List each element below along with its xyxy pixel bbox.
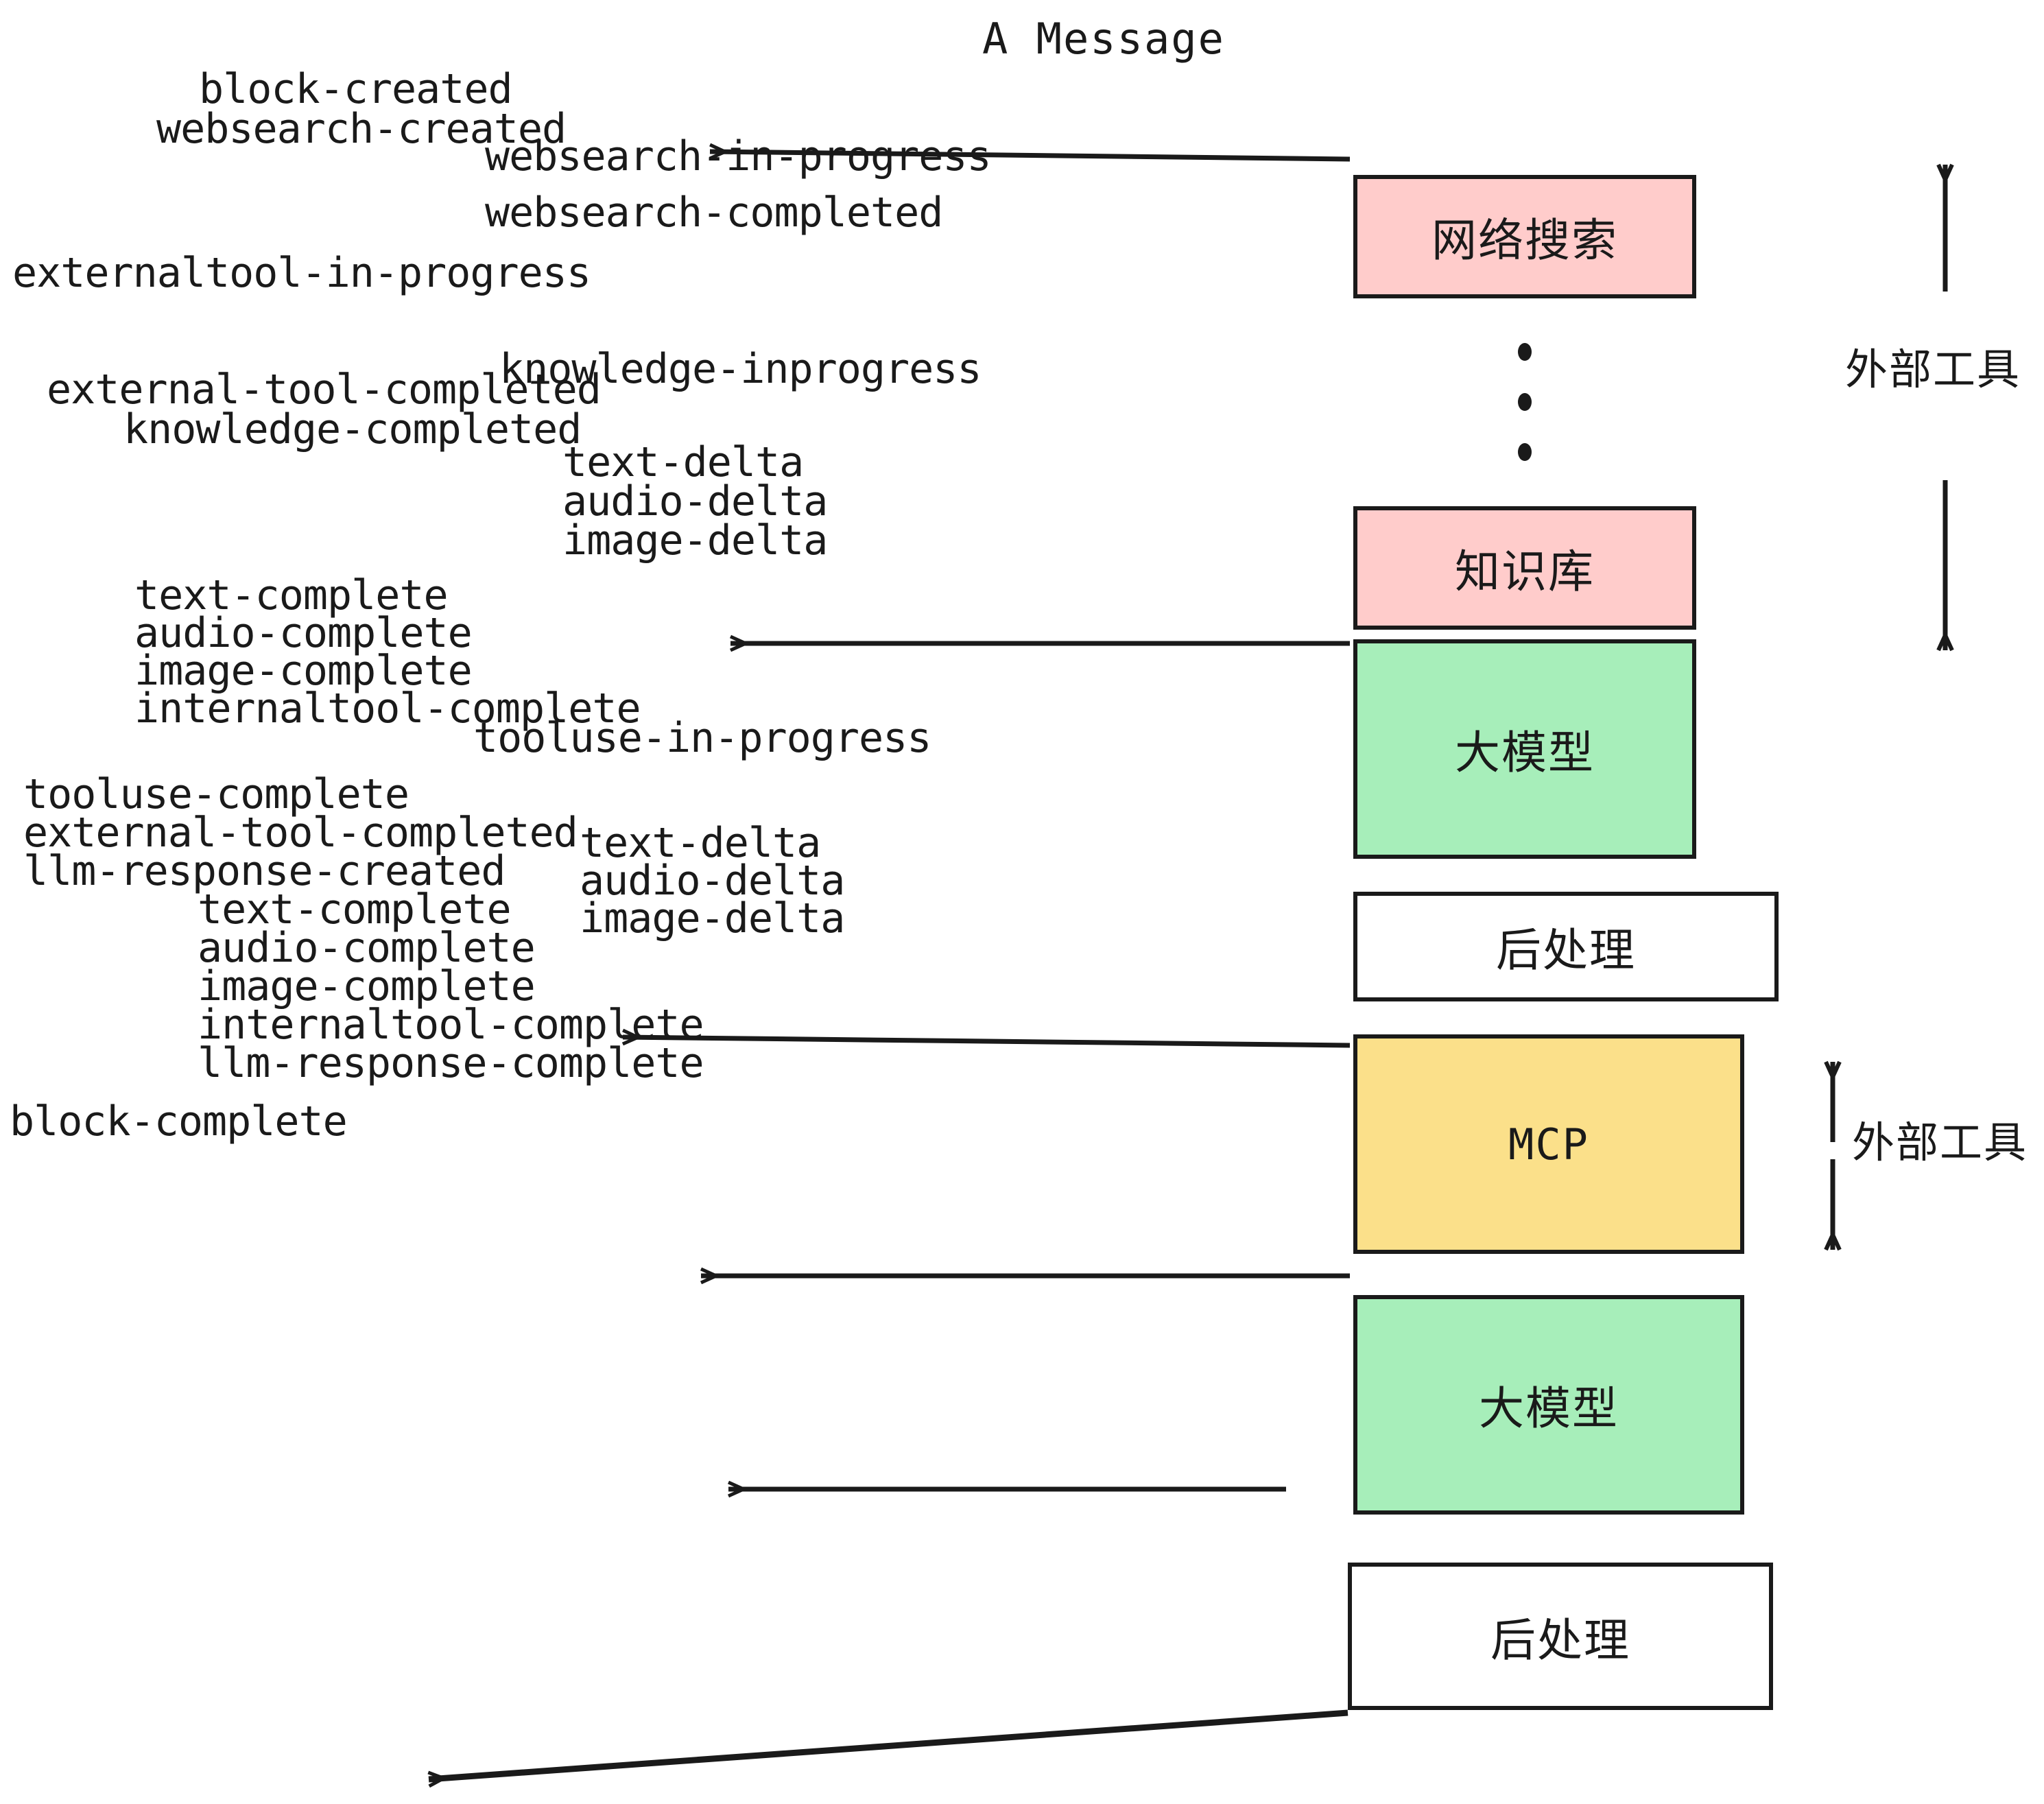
- event-label-text-delta-1: text-delta: [562, 438, 804, 486]
- event-label-audio-delta-2: audio-delta: [580, 857, 845, 905]
- event-label-tooluse-in-progress: tooluse-in-progress: [473, 714, 931, 762]
- event-label-block-created: block-created: [199, 65, 513, 113]
- ellipsis-dot-1: [1518, 343, 1532, 361]
- event-label-image-delta-2: image-delta: [580, 894, 845, 942]
- node-postprocess-1-label: 后处理: [1496, 924, 1636, 977]
- event-label-knowledge-completed: knowledge-completed: [123, 405, 582, 453]
- event-label-externaltool-in-progress: externaltool-in-progress: [12, 249, 591, 297]
- node-postprocess-2[interactable]: 后处理: [1348, 1563, 1773, 1710]
- event-label-internaltool-complete-2: internaltool-complete: [198, 1001, 704, 1049]
- event-label-knowledge-inprogress: knowledge-inprogress: [499, 345, 982, 393]
- side-label-external-tools-top: 外部工具: [1845, 344, 2021, 394]
- event-label-external-tool-completed-1: external-tool-completed: [47, 366, 602, 414]
- node-postprocess-1[interactable]: 后处理: [1353, 892, 1779, 1001]
- node-llm-2[interactable]: 大模型: [1353, 1295, 1744, 1515]
- node-mcp-label: MCP: [1508, 1119, 1589, 1170]
- event-label-text-delta-2: text-delta: [580, 819, 821, 867]
- event-label-block-complete: block-complete: [10, 1097, 348, 1146]
- arrow-postprocess1-to-image-complete: [623, 1037, 1351, 1048]
- node-llm-1[interactable]: 大模型: [1353, 639, 1696, 859]
- node-knowledge-label: 知识库: [1455, 545, 1595, 598]
- page-title: A Message: [982, 14, 1225, 64]
- arrow-postprocess2-to-block-complete: [429, 1709, 1348, 1779]
- node-llm-1-label: 大模型: [1455, 726, 1595, 779]
- event-label-image-complete-2: image-complete: [198, 962, 536, 1010]
- event-label-audio-complete-2: audio-complete: [198, 924, 536, 972]
- node-websearch-label: 网络搜索: [1431, 214, 1618, 267]
- event-label-internaltool-complete-1: internaltool-complete: [134, 685, 641, 733]
- event-label-image-complete-1: image-complete: [134, 647, 473, 695]
- node-llm-2-label: 大模型: [1479, 1382, 1619, 1435]
- node-mcp[interactable]: MCP: [1353, 1034, 1744, 1254]
- event-label-websearch-completed: websearch-completed: [485, 189, 943, 237]
- side-label-external-tools-bottom: 外部工具: [1852, 1117, 2028, 1167]
- node-postprocess-2-label: 后处理: [1490, 1613, 1630, 1667]
- event-label-websearch-created: websearch-created: [156, 105, 567, 153]
- event-label-tooluse-complete: tooluse-complete: [23, 770, 409, 818]
- node-knowledge[interactable]: 知识库: [1353, 506, 1696, 630]
- ellipsis-dot-3: [1518, 443, 1532, 461]
- event-label-llm-response-complete: llm-response-complete: [198, 1039, 704, 1087]
- event-label-text-complete-2: text-complete: [198, 886, 512, 934]
- event-label-external-tool-completed-2: external-tool-completed: [23, 809, 578, 857]
- event-label-llm-response-created: llm-response-created: [23, 847, 506, 895]
- event-label-websearch-in-progress: websearch-in-progress: [485, 132, 992, 180]
- ellipsis-dot-2: [1518, 393, 1532, 411]
- event-label-text-complete-1: text-complete: [134, 571, 449, 619]
- node-websearch[interactable]: 网络搜索: [1353, 175, 1696, 298]
- event-label-audio-delta-1: audio-delta: [562, 477, 828, 525]
- event-label-audio-complete-1: audio-complete: [134, 609, 473, 657]
- event-label-image-delta-1: image-delta: [562, 517, 828, 565]
